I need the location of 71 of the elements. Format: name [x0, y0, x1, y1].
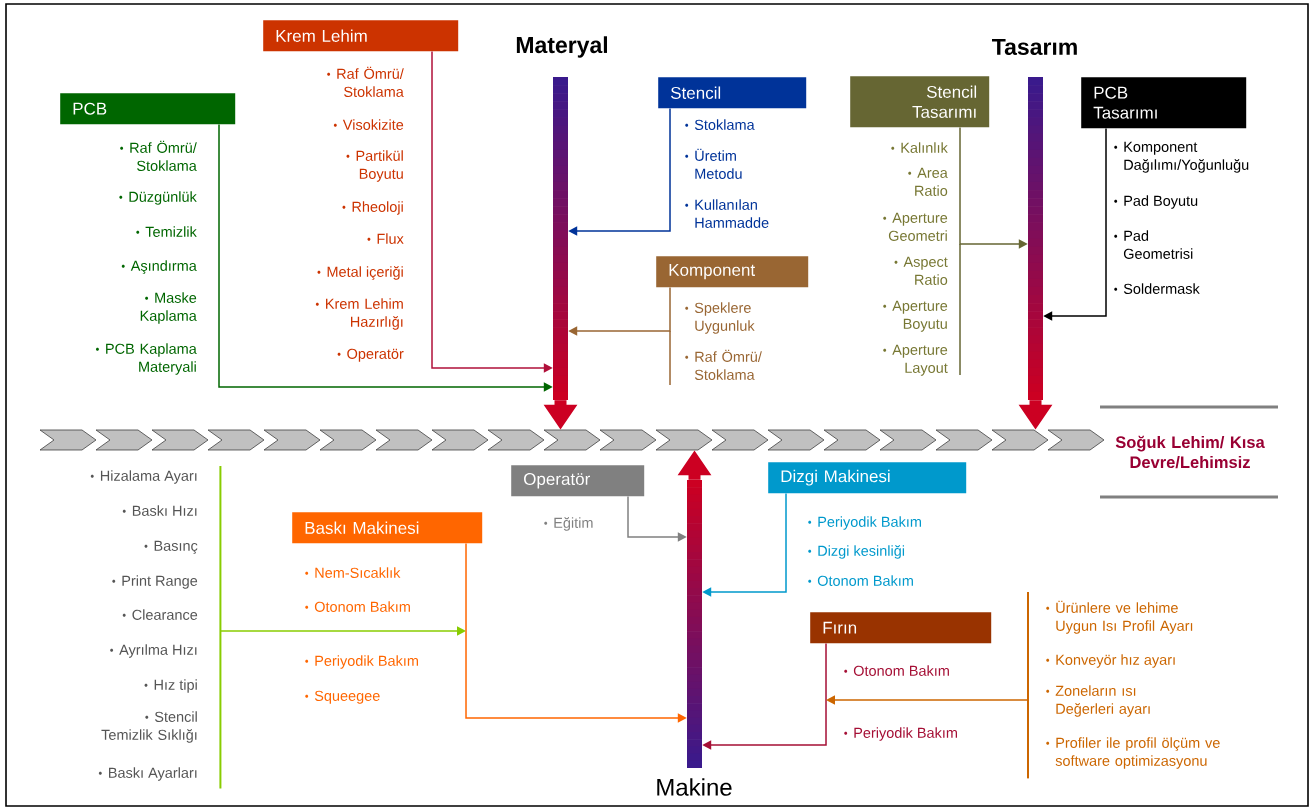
bullet-item: Komponent Dağılımı/Yoğunluğu [1114, 141, 1249, 173]
bullet-item: Area Ratio [908, 167, 948, 196]
bullet-item: Metal içeriği [317, 266, 403, 280]
chevron-spine [39, 429, 1105, 451]
bullet-item: Raf Ömrü/ Stoklama [327, 66, 404, 97]
bullet-item: Hız tipi [144, 679, 197, 693]
bullet-item: Aspect Ratio [894, 256, 948, 285]
category-box: Dizgi Makinesi [768, 462, 967, 494]
branch-arrow [219, 626, 466, 636]
bullet-item: Aperture Geometri [883, 212, 948, 241]
bracket-line [219, 465, 222, 790]
bullet-item: Kullanılan Hammadde [685, 199, 769, 228]
category-box: PCB Tasarımı [1081, 77, 1247, 129]
bullet-item: Periyodik Bakım [844, 727, 957, 741]
bullet-item: Pad Geometrisi [1114, 230, 1193, 259]
category-box: Baskı Makinesi [292, 512, 483, 544]
bullet-item: Dizgi kesinliği [808, 545, 905, 559]
bullet-item: PCB Kaplama Materyali [95, 343, 197, 375]
category-box: Krem Lehim [263, 20, 459, 52]
bullet-item: Ayrılma Hızı [110, 644, 197, 658]
bullet-item: Baskı Ayarları [98, 767, 197, 781]
bullet-item: Pad Boyutu [1114, 195, 1198, 209]
branch-arrow [826, 695, 1029, 705]
bullet-item: Aperture Layout [883, 344, 948, 376]
bullet-item: Baskı Hızı [122, 505, 197, 516]
bullet-item: Rheoloji [342, 201, 403, 215]
bullet-item: Squeegee [305, 690, 380, 704]
bullet-item: Ürünlere ve lehime Uygun Isı Profil Ayarı [1046, 600, 1193, 634]
bullet-item: Krem Lehim Hazırlığı [315, 298, 403, 330]
bullet-item: Nem-Sıcaklık [305, 567, 401, 578]
bullet-item: Raf Ömrü/ Stoklama [120, 140, 197, 171]
category-box: PCB [60, 93, 236, 125]
bullet-item: Flux [367, 233, 404, 244]
bullet-item: Konveyör hız ayarı [1046, 654, 1175, 668]
bullet-item: Otonom Bakım [844, 665, 949, 676]
bullet-item: Düzgünlük [119, 191, 197, 205]
bullet-item: Aperture Boyutu [883, 300, 948, 332]
bullet-item: Print Range [112, 575, 198, 589]
bullet-item: Temizlik [136, 226, 197, 237]
category-box: Operatör [511, 465, 645, 497]
category-heading: Makine [657, 778, 732, 796]
bullet-item: Maske Kaplama [140, 292, 197, 324]
bullet-item: Visokizite [333, 119, 404, 130]
bracket-line [1027, 591, 1029, 780]
bullet-item: Partikül Boyutu [346, 150, 403, 182]
bullet-item: Eğitim [544, 517, 593, 531]
bullet-item: Üretim Metodu [685, 148, 742, 179]
category-box: Fırın [810, 612, 992, 644]
bullet-item: Stoklama [685, 119, 755, 130]
bullet-item: Basınç [144, 540, 198, 554]
bullet-item: Periyodik Bakım [808, 516, 921, 530]
bullet-item: Periyodik Bakım [305, 655, 418, 669]
bullet-item: Hizalama Ayarı [90, 470, 197, 484]
bullet-item: Operatör [337, 348, 404, 362]
category-box: Komponent [656, 256, 809, 288]
bullet-item: Raf Ömrü/ Stoklama [685, 349, 762, 380]
bullet-item: Otonom Bakım [808, 575, 913, 586]
bullet-item: Otonom Bakım [305, 601, 410, 612]
bullet-item: Clearance [122, 609, 198, 620]
effect-label: Soğuk Lehim/ Kısa Devre/Lehimsiz [1115, 435, 1265, 469]
category-box: Stencil [658, 77, 807, 109]
category-heading: Tasarım [992, 38, 1077, 55]
bullet-item: Aşındırma [121, 260, 197, 274]
category-box: Stencil Tasarımı [850, 76, 990, 128]
bullet-item: Speklere Uygunluk [685, 302, 755, 334]
bullet-item: Zoneların ısı Değerleri ayarı [1046, 685, 1150, 717]
bullet-item: Soldermask [1114, 283, 1200, 294]
bullet-item: Profiler ile profil ölçüm ve software optimizasyonu [1046, 737, 1220, 769]
bullet-item: Kalınlık [891, 142, 948, 153]
bullet-item: Stencil Temizlik Sıklığı [101, 711, 197, 743]
category-heading: Materyal [516, 36, 608, 58]
